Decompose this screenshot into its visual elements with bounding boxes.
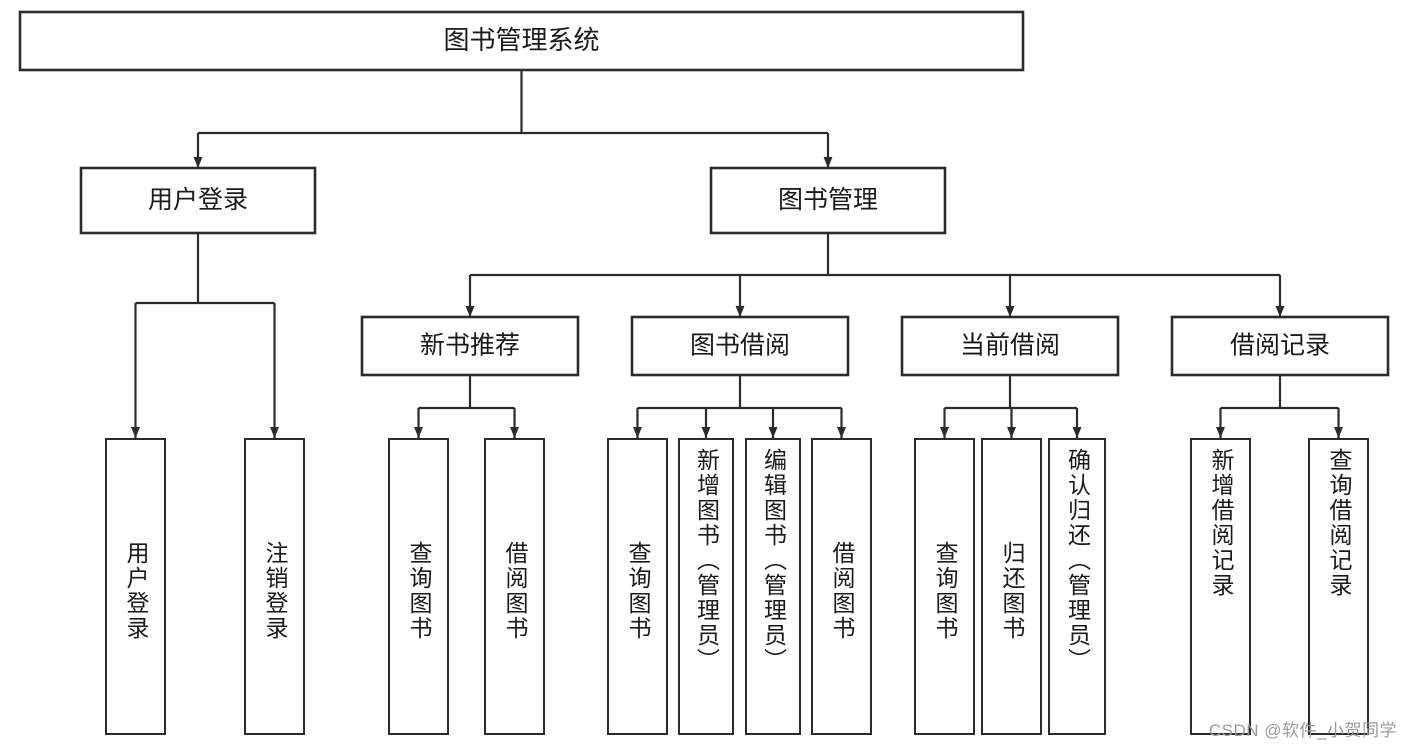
node-leaf-edit-book-label: 编辑图书（管理员） (760, 448, 787, 673)
node-leaf-query-book-2-label: 查询图书 (625, 540, 651, 641)
arrowhead-icon (823, 157, 833, 168)
node-leaf-add-record[interactable]: 新增借阅记录 (1190, 438, 1251, 735)
node-new-book-rec-rect (360, 315, 580, 377)
node-user-login-label: 用户登录 (148, 186, 248, 214)
watermark: CSDN @软件_小贺同学 (1208, 721, 1397, 740)
node-leaf-borrow-book-2-label: 借阅图书 (829, 540, 855, 641)
node-user-login-rect (79, 166, 317, 235)
edge-group-borrow-record (1216, 375, 1343, 438)
node-root-title[interactable]: 图书管理系统 (18, 10, 1025, 72)
arrowhead-icon (131, 427, 140, 438)
node-borrow-record-rect (1170, 315, 1390, 377)
arrowhead-icon (701, 427, 711, 438)
node-current-borrow[interactable]: 当前借阅 (900, 315, 1120, 377)
arrowhead-icon (414, 427, 423, 438)
arrowhead-icon (510, 427, 519, 438)
node-leaf-query-record-label: 查询借阅记录 (1326, 448, 1352, 598)
edge-group-user-login (131, 233, 279, 438)
node-user-login[interactable]: 用户登录 (79, 166, 317, 235)
node-new-book-rec[interactable]: 新书推荐 (360, 315, 580, 377)
arrowhead-icon (1007, 427, 1016, 438)
node-leaf-query-book-3[interactable]: 查询图书 (914, 438, 975, 735)
node-leaf-query-book-2[interactable]: 查询图书 (607, 438, 668, 735)
arrowhead-icon (837, 427, 846, 438)
node-leaf-query-record[interactable]: 查询借阅记录 (1308, 438, 1369, 735)
node-book-manage[interactable]: 图书管理 (709, 166, 947, 235)
edge-group-current-borrow (940, 375, 1082, 438)
node-root-title-label: 图书管理系统 (443, 25, 599, 55)
node-leaf-user-login[interactable]: 用户登录 (105, 438, 166, 735)
node-current-borrow-rect (900, 315, 1120, 377)
node-book-borrow[interactable]: 图书借阅 (630, 315, 850, 377)
node-leaf-borrow-book-2[interactable]: 借阅图书 (811, 438, 872, 735)
node-root-title-rect (18, 10, 1025, 72)
arrowhead-icon (940, 427, 949, 438)
node-leaf-logout[interactable]: 注销登录 (244, 438, 305, 735)
node-leaf-query-book-1[interactable]: 查询图书 (388, 438, 449, 735)
edges-layer (131, 70, 1343, 438)
arrowhead-icon (1334, 427, 1343, 438)
node-leaf-query-book-3-label: 查询图书 (932, 540, 958, 641)
node-leaf-user-login-label: 用户登录 (123, 540, 149, 641)
node-leaf-logout-label: 注销登录 (262, 540, 288, 641)
arrowhead-icon (768, 427, 778, 438)
arrowhead-icon (465, 306, 475, 317)
arrowhead-icon (1072, 427, 1082, 438)
arrowhead-icon (735, 306, 745, 317)
node-leaf-confirm-return-label: 确认归还（管理员） (1064, 448, 1091, 673)
arrowhead-icon (633, 427, 642, 438)
node-leaf-edit-book[interactable]: 编辑图书（管理员） (745, 438, 801, 735)
arrowhead-icon (193, 157, 203, 168)
arrowhead-icon (270, 427, 279, 438)
node-leaf-return-book-label: 归还图书 (999, 540, 1025, 641)
node-leaf-borrow-book-1[interactable]: 借阅图书 (484, 438, 545, 735)
node-book-borrow-label: 图书借阅 (690, 332, 790, 360)
node-leaf-query-book-1-label: 查询图书 (406, 540, 432, 641)
node-book-manage-label: 图书管理 (778, 186, 878, 214)
node-leaf-add-book[interactable]: 新增图书（管理员） (678, 438, 734, 735)
node-book-borrow-rect (630, 315, 850, 377)
node-current-borrow-label: 当前借阅 (960, 332, 1060, 360)
node-leaf-borrow-book-1-label: 借阅图书 (502, 540, 528, 641)
edge-group-root (193, 70, 833, 168)
node-new-book-rec-label: 新书推荐 (420, 332, 520, 360)
arrowhead-icon (1216, 427, 1225, 438)
node-leaf-add-book-label: 新增图书（管理员） (693, 448, 720, 673)
edge-group-new-book-rec (414, 375, 519, 438)
node-borrow-record-label: 借阅记录 (1230, 332, 1330, 360)
arrowhead-icon (1275, 306, 1285, 317)
edge-group-book-manage (465, 233, 1285, 317)
edge-group-book-borrow (633, 375, 846, 438)
node-book-manage-rect (709, 166, 947, 235)
node-leaf-add-record-label: 新增借阅记录 (1208, 448, 1234, 598)
node-leaf-confirm-return[interactable]: 确认归还（管理员） (1048, 438, 1106, 735)
arrowhead-icon (1005, 306, 1015, 317)
node-borrow-record[interactable]: 借阅记录 (1170, 315, 1390, 377)
node-leaf-return-book[interactable]: 归还图书 (981, 438, 1042, 735)
